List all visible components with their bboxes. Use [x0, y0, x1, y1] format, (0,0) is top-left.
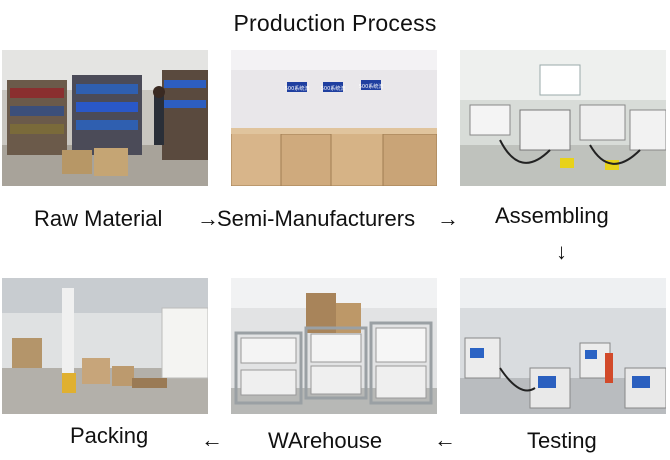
- assembling-photo: [460, 50, 666, 186]
- packing-photo: [2, 278, 208, 414]
- step-label-warehouse: WArehouse: [268, 428, 382, 454]
- step-label-raw-material: Raw Material: [34, 206, 162, 232]
- arrow-left-icon: ←: [201, 429, 223, 451]
- wall-sign-1: 500系统流: [285, 85, 310, 92]
- arrow-right-icon: →: [437, 208, 459, 230]
- step-label-testing: Testing: [527, 428, 597, 454]
- wall-sign-2: 500系统流: [321, 85, 346, 92]
- page-title: Production Process: [0, 10, 670, 37]
- step-label-semi-manufacturers: Semi-Manufacturers: [217, 206, 415, 232]
- step-label-assembling: Assembling: [495, 203, 609, 229]
- semi-manufacturers-photo: 500系统流 500系统流 500系统流: [231, 50, 437, 186]
- raw-material-photo: [2, 50, 208, 186]
- arrow-down-icon: ↓: [556, 241, 567, 263]
- arrow-left-icon: ←: [434, 429, 456, 451]
- step-label-packing: Packing: [70, 423, 148, 449]
- warehouse-photo: [231, 278, 437, 414]
- arrow-right-icon: →: [197, 208, 219, 230]
- testing-photo: [460, 278, 666, 414]
- wall-sign-3: 500系统流: [359, 83, 384, 90]
